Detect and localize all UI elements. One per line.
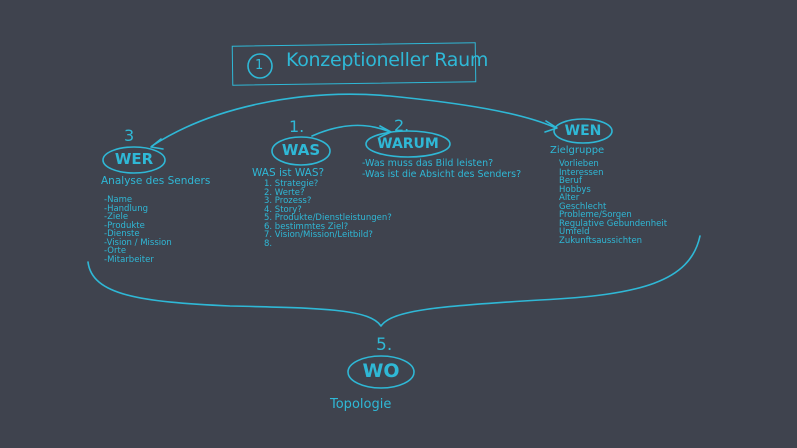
list-item: 7. Vision/Mission/Leitbild? (264, 230, 373, 240)
title-number: 1 (255, 58, 264, 73)
list-item: Probleme/Sorgen (559, 210, 632, 220)
was-list: 1. Strategie? 2. Werte? 3. Prozess? 4. S… (264, 180, 392, 248)
list-item: Regulative Gebundenheit (559, 218, 668, 229)
list-item: -Vision / Mission (104, 237, 172, 248)
list-item: -Name (104, 195, 133, 205)
title-number-circle (247, 53, 273, 79)
list-item: Umfeld (559, 227, 590, 237)
wer-label: WER (114, 150, 154, 168)
was-ellipse (271, 136, 331, 166)
warum-number: 2. (394, 116, 410, 135)
wen-label: WEN (564, 123, 602, 139)
list-item: 6. bestimmtes Ziel? (264, 221, 349, 232)
list-item: -Ziele (104, 212, 129, 222)
warum-label: WARUM (377, 136, 439, 152)
arrow-was-to-warum (311, 124, 391, 137)
list-item: -Was muss das Bild leisten? (362, 158, 494, 169)
wer-ellipse (102, 146, 166, 174)
was-number: 1. (289, 117, 305, 136)
list-item: 3. Prozess? (264, 196, 312, 206)
wo-ellipse (347, 355, 415, 389)
wen-ellipse (553, 118, 613, 144)
list-item: 4. Story? (264, 204, 302, 215)
list-item: 1. Strategie? (264, 179, 319, 189)
list-item: -Produkte (104, 220, 145, 231)
list-item: Vorlieben (559, 159, 599, 169)
wo-label: WO (362, 360, 400, 382)
wo-number: 5. (376, 335, 393, 355)
arrowhead-wer (150, 138, 164, 150)
arrowhead-wen (544, 120, 558, 133)
list-item: Alter (559, 193, 580, 203)
warum-list: -Was muss das Bild leisten? -Was ist die… (362, 158, 521, 181)
wo-subtitle: Topologie (330, 397, 392, 412)
list-item: Geschlecht (559, 201, 607, 212)
list-item: Hobbys (559, 184, 591, 195)
wer-list: -Name -Handlung -Ziele -Produkte -Dienst… (104, 196, 172, 264)
curly-brace (87, 235, 701, 327)
title-text: Konzeptioneller Raum (286, 49, 489, 71)
list-item: -Orte (104, 246, 127, 256)
wer-number: 3 (124, 126, 135, 145)
arc-wer-wen (151, 93, 557, 147)
warum-ellipse (365, 130, 451, 158)
wer-subtitle: Analyse des Senders (101, 175, 211, 187)
wen-list: Vorlieben Interessen Beruf Hobbys Alter … (559, 160, 667, 245)
list-item: Beruf (559, 176, 582, 186)
list-item: -Handlung (104, 203, 148, 214)
arrowhead-warum (379, 125, 392, 138)
was-label: WAS (281, 141, 321, 159)
list-item: 8. (264, 238, 273, 249)
list-item: Zukunftsaussichten (559, 235, 643, 246)
list-item: 2. Werte? (264, 187, 305, 198)
list-item: -Mitarbeiter (104, 254, 154, 265)
was-subtitle: WAS ist WAS? (252, 167, 325, 179)
list-item: -Was ist die Absicht des Senders? (362, 169, 522, 181)
list-item: Interessen (559, 167, 604, 178)
list-item: 5. Produkte/Dienstleistungen? (264, 213, 392, 223)
wen-subtitle: Zielgruppe (550, 145, 605, 156)
list-item: -Dienste (104, 229, 140, 239)
